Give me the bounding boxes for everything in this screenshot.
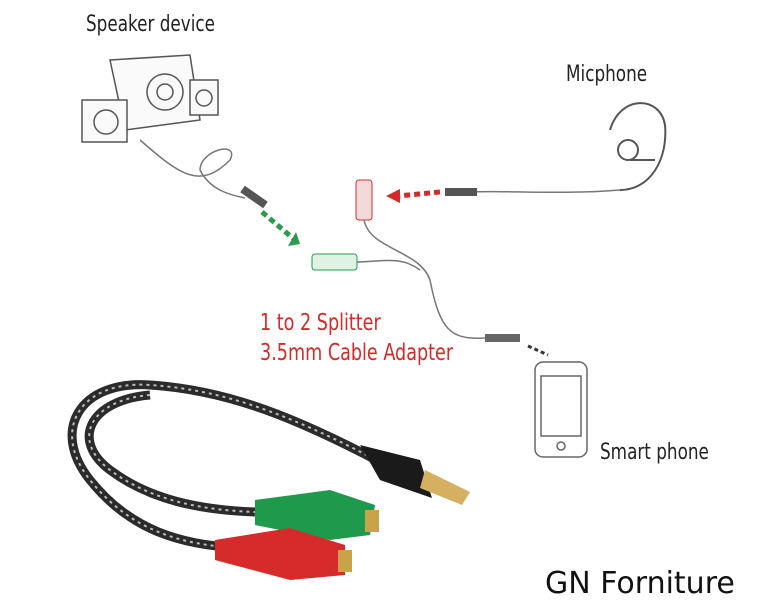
speaker-label: Speaker device [86, 12, 215, 37]
brand-watermark: GN Forniture [545, 566, 735, 601]
title-line2: 3.5mm Cable Adapter [260, 340, 454, 366]
microphone-icon [609, 102, 667, 191]
title-line1: 1 to 2 Splitter [260, 310, 381, 336]
speaker-icon [81, 54, 219, 143]
smartphone-label: Smart phone [600, 440, 709, 465]
splitter-cable-photo [67, 380, 470, 580]
microphone-label: Micphone [566, 62, 648, 87]
smartphone-icon [534, 361, 588, 458]
